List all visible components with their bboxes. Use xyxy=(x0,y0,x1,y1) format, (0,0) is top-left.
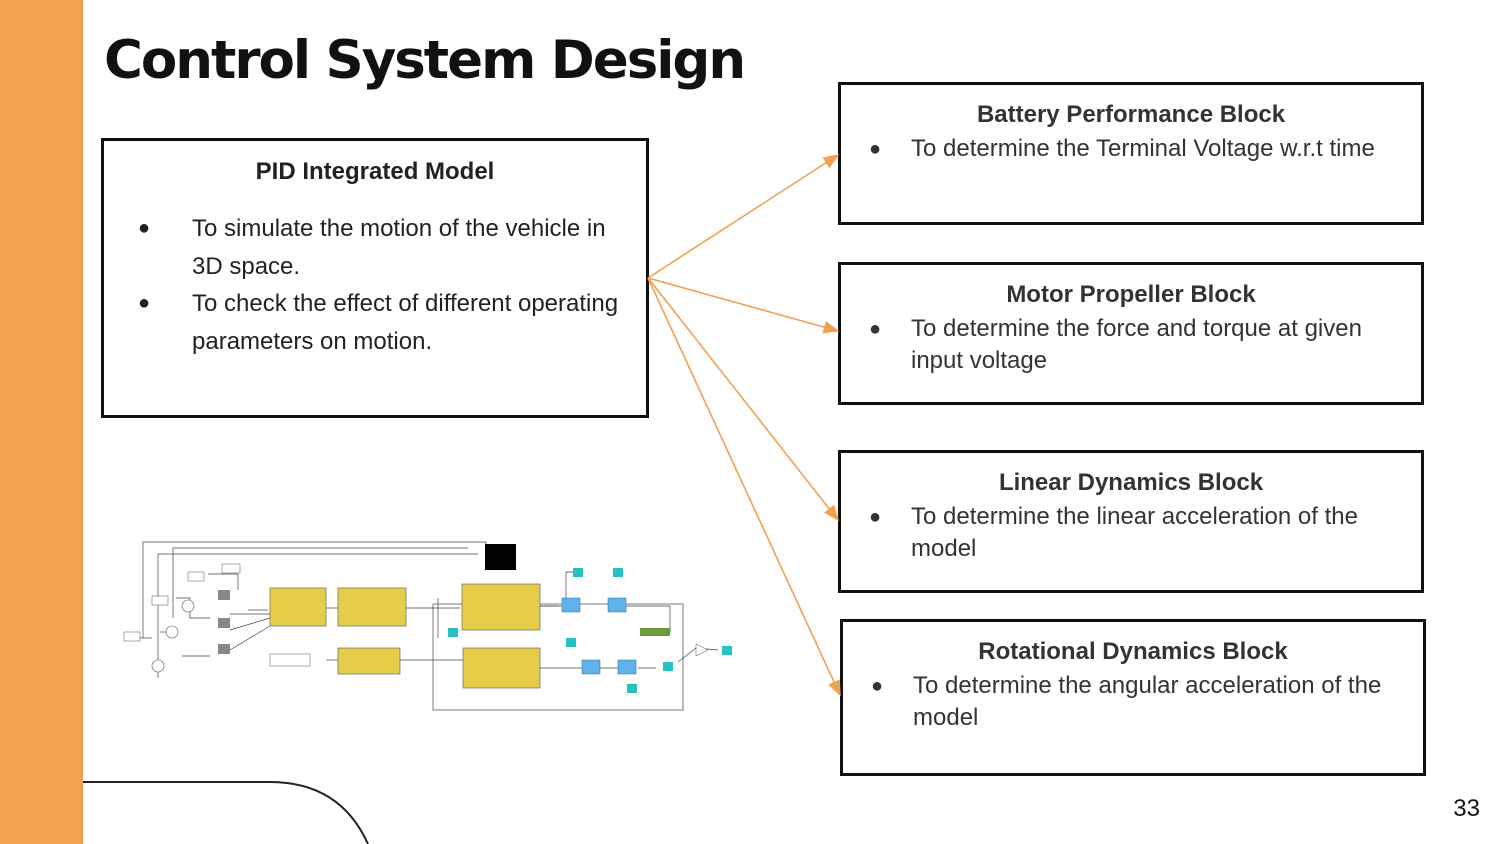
bullet-text: To check the effect of different operati… xyxy=(192,290,619,355)
rotational-dynamics-block: Rotational Dynamics Block ● To determine … xyxy=(840,619,1426,776)
block-heading: Linear Dynamics Block xyxy=(998,469,1264,496)
bullet-icon: ● xyxy=(138,217,151,239)
bullet-text: To determine the force and torque at giv… xyxy=(911,315,1362,374)
pid-box-heading: PID Integrated Model xyxy=(255,158,495,185)
block-bullet-list: ● To determine the linear acceleration of… xyxy=(841,501,1421,565)
bullet-text: To simulate the motion of the vehicle in… xyxy=(192,215,606,280)
bullet-text: To determine the angular acceleration of… xyxy=(913,672,1382,731)
pid-model-box: PID Integrated Model ● To simulate the mo… xyxy=(101,138,649,418)
list-item: ● To determine the angular acceleration o… xyxy=(843,670,1423,734)
block-bullet-list: ● To determine the Terminal Voltage w.r.t… xyxy=(841,133,1421,165)
list-item: ● To determine the Terminal Voltage w.r.t… xyxy=(841,133,1421,165)
arrow-to-battery xyxy=(647,154,840,279)
arrow-to-linear xyxy=(647,277,839,522)
motor-propeller-block: Motor Propeller Block ● To determine the … xyxy=(838,262,1424,405)
block-heading: Battery Performance Block xyxy=(976,101,1286,128)
list-item: ● To determine the linear acceleration of… xyxy=(841,501,1421,565)
linear-dynamics-block: Linear Dynamics Block ● To determine the … xyxy=(838,450,1424,593)
bullet-icon: ● xyxy=(869,506,882,528)
block-bullet-list: ● To determine the force and torque at gi… xyxy=(841,313,1421,377)
block-heading: Motor Propeller Block xyxy=(1006,281,1256,308)
simulink-model-diagram xyxy=(123,541,732,711)
bullet-text: To determine the linear acceleration of … xyxy=(911,503,1358,562)
bullet-icon: ● xyxy=(869,138,882,160)
page-number: 33 xyxy=(1453,795,1480,822)
list-item: ● To check the effect of different operat… xyxy=(104,285,646,360)
arrow-to-motor xyxy=(647,277,840,334)
list-item: ● To simulate the motion of the vehicle i… xyxy=(104,210,646,285)
pid-bullet-list: ● To simulate the motion of the vehicle i… xyxy=(104,210,646,360)
list-item: ● To determine the force and torque at gi… xyxy=(841,313,1421,377)
block-heading: Rotational Dynamics Block xyxy=(978,638,1288,665)
slide-title: Control System Design xyxy=(104,30,746,91)
bullet-icon: ● xyxy=(138,292,151,314)
block-bullet-list: ● To determine the angular acceleration o… xyxy=(843,670,1423,734)
battery-performance-block: Battery Performance Block ● To determine … xyxy=(838,82,1424,225)
bullet-icon: ● xyxy=(869,318,882,340)
bullet-text: To determine the Terminal Voltage w.r.t … xyxy=(911,135,1375,162)
accent-side-bar xyxy=(0,0,83,844)
bullet-icon: ● xyxy=(871,675,884,697)
